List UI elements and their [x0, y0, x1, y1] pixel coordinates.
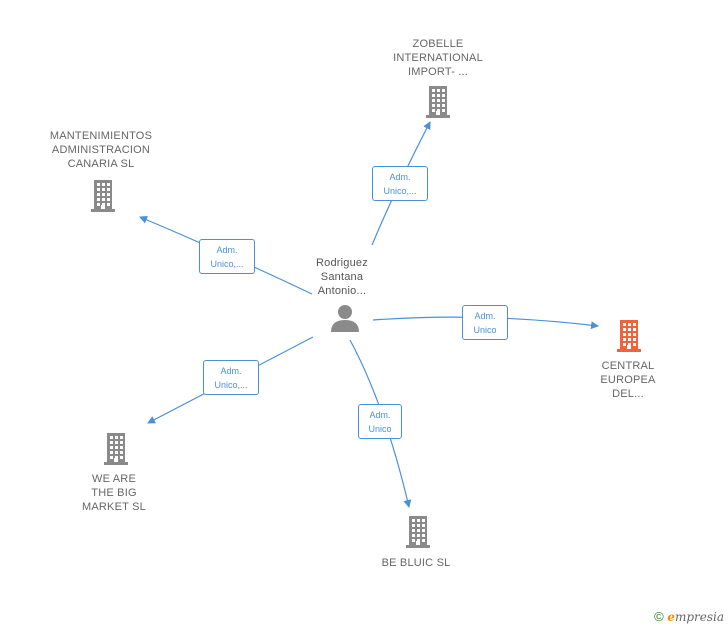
building-icon-zobelle[interactable]: [426, 86, 450, 118]
building-icon-central[interactable]: [617, 320, 641, 352]
company-label-bebluic: BE BLUIC SL: [381, 557, 451, 569]
edge-label-bebluic[interactable]: Adm. Unico: [358, 404, 402, 439]
company-label-central: CENTRAL EUROPEA DEL...: [600, 360, 656, 400]
edge-label-zobelle[interactable]: Adm. Unico,...: [372, 166, 428, 201]
company-label-mantenimientos: MANTENIMIENTOS ADMINISTRACION CANARIA SL: [49, 130, 153, 170]
company-label-zobelle: ZOBELLE INTERNATIONAL IMPORT- ...: [393, 38, 483, 78]
person-label: Rodriguez Santana Antonio...: [316, 257, 368, 297]
building-icon-mantenimientos[interactable]: [91, 180, 115, 212]
edge-label-central[interactable]: Adm. Unico: [462, 305, 508, 340]
footer-brand[interactable]: © empresia: [654, 609, 724, 624]
person-icon[interactable]: [331, 305, 359, 332]
company-label-wearebig: WE ARE THE BIG MARKET SL: [82, 473, 146, 513]
empresia-logo: empresia: [667, 610, 724, 624]
edge-label-wearebig[interactable]: Adm. Unico,...: [203, 360, 259, 395]
copyright-symbol: ©: [654, 609, 664, 624]
building-icon-wearebig[interactable]: [104, 433, 128, 465]
edge-label-mantenimientos[interactable]: Adm. Unico,...: [199, 239, 255, 274]
building-icon-bebluic[interactable]: [406, 516, 430, 548]
